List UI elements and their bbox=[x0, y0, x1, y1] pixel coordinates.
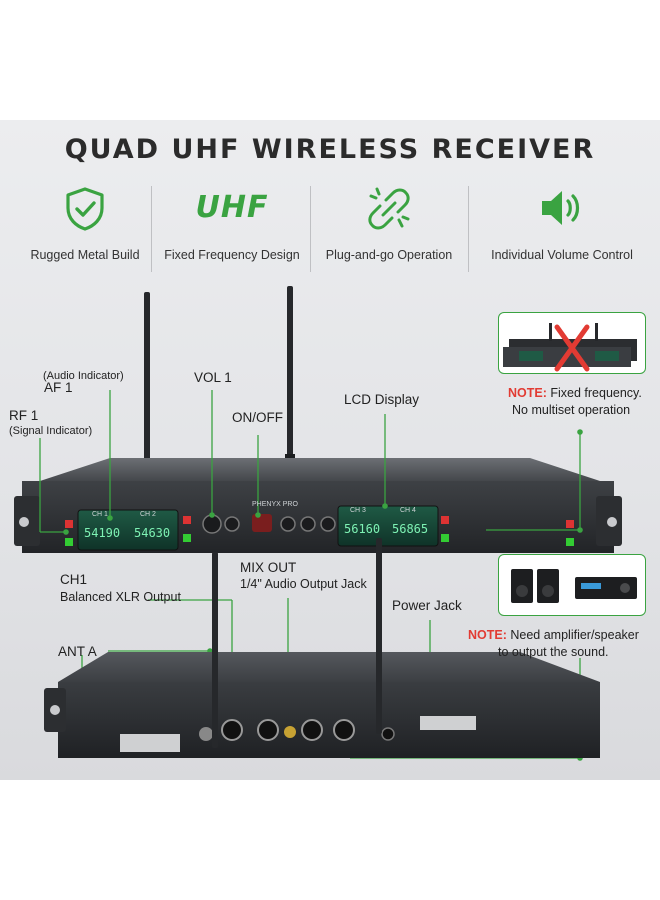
lcd-ch1: CH 1 bbox=[92, 511, 108, 518]
lcd-frequency-1: 54190 bbox=[84, 526, 121, 540]
audio-output-jack-label: 1/4" Audio Output Jack bbox=[240, 577, 367, 591]
speaker-volume-icon bbox=[542, 191, 580, 225]
rf1-label: RF 1 bbox=[9, 408, 39, 423]
speaker-amplifier-thumbnail bbox=[511, 569, 637, 603]
feature-label: Fixed Frequency Design bbox=[164, 248, 300, 262]
ch1-xlr-output-label: Balanced XLR Output bbox=[60, 590, 181, 604]
front-note-line2: No multiset operation bbox=[512, 403, 631, 417]
af1-audio-indicator: (Audio Indicator) bbox=[43, 370, 124, 382]
ant-a-label: ANT A bbox=[58, 644, 97, 659]
brand-logo-text: PHENYX PRO bbox=[252, 501, 298, 508]
amplifier-callout bbox=[498, 554, 646, 616]
shield-check-icon bbox=[66, 187, 104, 231]
lcd-ch4: CH 4 bbox=[400, 507, 416, 514]
front-note-line1: NOTE: Fixed frequency. bbox=[508, 386, 642, 400]
fixed-frequency-callout bbox=[498, 312, 646, 374]
feature-plug-and-go: Plug-and-go Operation bbox=[314, 182, 464, 272]
rear-note-line2: to output the sound. bbox=[498, 645, 609, 659]
plug-link-icon bbox=[368, 187, 410, 230]
uhf-text-icon: UHF bbox=[195, 190, 269, 225]
feature-divider bbox=[151, 186, 152, 272]
page-title: QUAD UHF WIRELESS RECEIVER bbox=[64, 134, 596, 165]
onoff-label: ON/OFF bbox=[232, 410, 283, 425]
product-panel: QUAD UHF WIRELESS RECEIVER Rugged Metal … bbox=[0, 120, 660, 780]
feature-label: Plug-and-go Operation bbox=[325, 248, 453, 262]
vol1-label: VOL 1 bbox=[194, 370, 232, 385]
rear-note-line1: NOTE: Need amplifier/speaker bbox=[468, 628, 639, 642]
lcd-frequency-3: 56160 bbox=[344, 522, 381, 536]
lcd-frequency-2: 54630 bbox=[134, 526, 171, 540]
mix-out-label: MIX OUT bbox=[240, 560, 297, 575]
lcd-ch3: CH 3 bbox=[350, 507, 366, 514]
ch1-label: CH1 bbox=[60, 572, 88, 587]
af1-label: AF 1 bbox=[44, 380, 73, 395]
note-prefix: NOTE: bbox=[468, 628, 507, 642]
multiset-receiver-thumbnail bbox=[503, 323, 637, 372]
lcd-frequency-4: 56865 bbox=[392, 522, 429, 536]
lcd-display-label: LCD Display bbox=[344, 392, 420, 407]
feature-fixed-frequency: UHF Fixed Frequency Design bbox=[156, 182, 308, 272]
note-prefix: NOTE: bbox=[508, 386, 547, 400]
feature-divider bbox=[468, 186, 469, 272]
front-receiver-illustration bbox=[14, 286, 622, 761]
power-jack-label: Power Jack bbox=[392, 598, 462, 613]
feature-rugged-build: Rugged Metal Build bbox=[10, 182, 160, 272]
rf1-signal-indicator: (Signal Indicator) bbox=[9, 425, 93, 437]
lcd-ch2: CH 2 bbox=[140, 511, 156, 518]
feature-volume-control: Individual Volume Control bbox=[472, 182, 652, 272]
feature-divider bbox=[310, 186, 311, 272]
feature-label: Individual Volume Control bbox=[491, 248, 633, 262]
feature-row: Rugged Metal Build UHF Fixed Frequency D… bbox=[0, 182, 660, 272]
feature-label: Rugged Metal Build bbox=[30, 248, 140, 262]
